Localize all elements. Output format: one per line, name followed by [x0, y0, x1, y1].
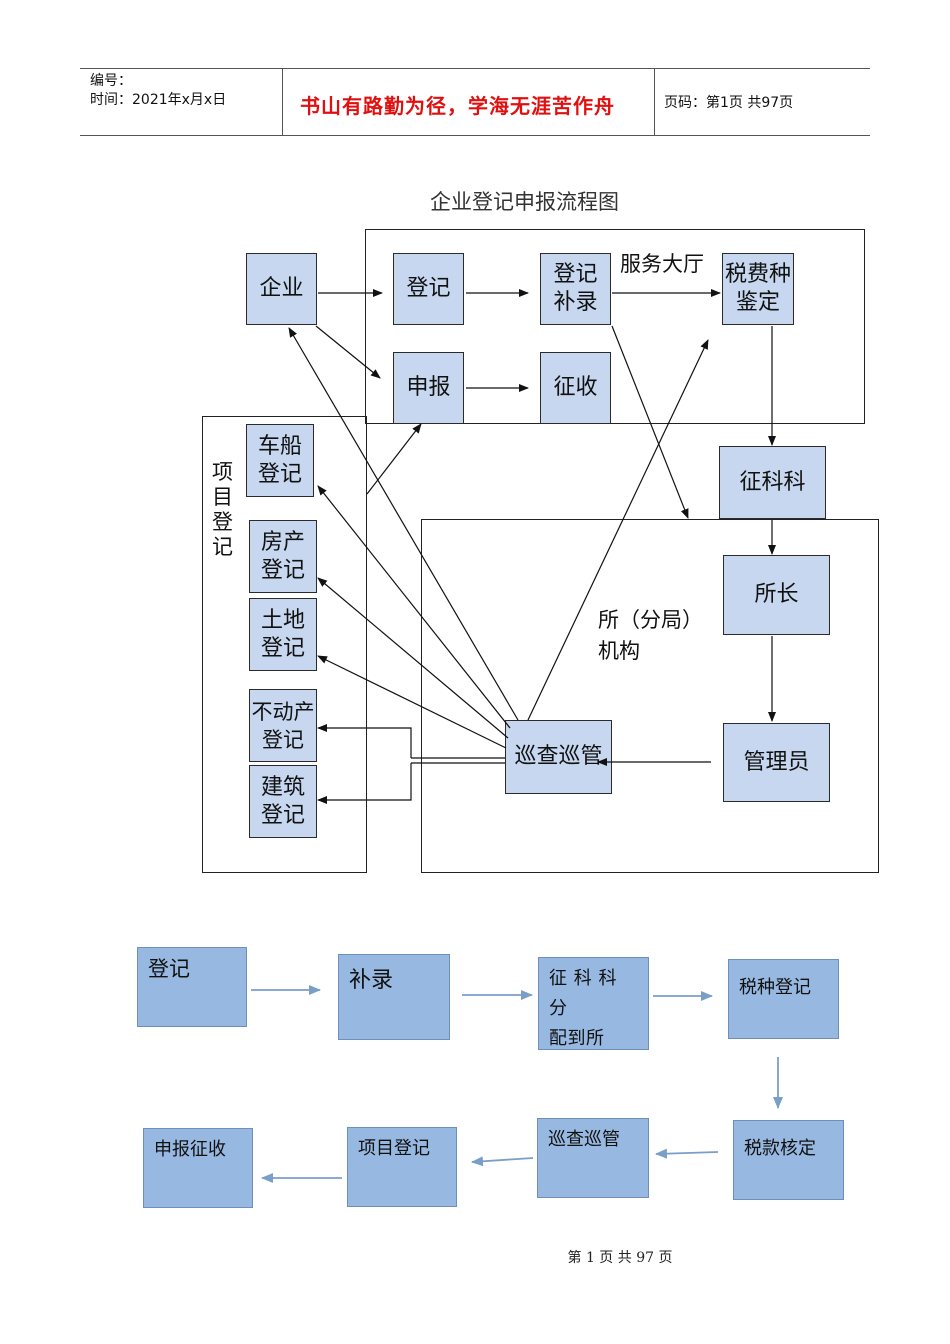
- flow-node-project-register: 项目登记: [347, 1127, 457, 1207]
- page-info: 页码：第1页 共97页: [664, 95, 794, 111]
- node-manager: 管理员: [723, 723, 830, 802]
- flow-inspection-project: [471, 1156, 534, 1167]
- header-top-rule: [80, 68, 870, 69]
- flow-node-register: 登记: [137, 947, 247, 1027]
- node-register-supplement: 登记 补录: [540, 253, 611, 325]
- flow-node-tax-register: 税种登记: [728, 959, 839, 1039]
- arrow-project-declare: [366, 423, 422, 495]
- arrow-inspection-land: [317, 655, 507, 749]
- office-frame: [421, 519, 879, 873]
- node-declare: 申报: [393, 352, 464, 424]
- node-collection-section: 征科科: [719, 446, 826, 519]
- flow-node-declare-collect: 申报征收: [143, 1128, 253, 1208]
- node-director: 所长: [723, 555, 830, 635]
- node-land: 土地 登记: [249, 598, 317, 671]
- arrow-inspection-enterprise: [288, 327, 519, 721]
- node-housing: 房产 登记: [249, 520, 317, 593]
- motto: 书山有路勤为径，学海无涯苦作舟: [300, 94, 615, 118]
- time-label: 时间：2021年x月x日: [90, 92, 227, 108]
- node-enterprise: 企业: [246, 253, 317, 325]
- arrow-enterprise-declare: [315, 325, 381, 379]
- arrow-supplement-office: [611, 325, 689, 519]
- flow-node-assign: 征 科 科 分 配到所: [538, 957, 649, 1050]
- arrow-inspection-housing: [317, 577, 509, 739]
- node-collect: 征收: [540, 352, 611, 424]
- flow-node-tax-verify: 税款核定: [733, 1120, 844, 1200]
- project-register-frame: [202, 416, 367, 873]
- header-divider-left: [282, 68, 283, 136]
- header-bottom-rule: [80, 135, 870, 136]
- node-real-estate: 不动产 登记: [249, 689, 317, 762]
- arrow-inspection-taxtype: [527, 339, 709, 721]
- office-label: 所（分局） 机构: [598, 608, 703, 663]
- node-tax-type: 税费种 鉴定: [722, 253, 794, 325]
- flow-node-inspection: 巡查巡管: [537, 1118, 649, 1198]
- flow-node-supplement: 补录: [338, 954, 450, 1040]
- node-vehicle-ship: 车船 登记: [246, 424, 314, 497]
- project-register-label: 项目登记: [212, 460, 233, 559]
- flow-verify-inspection: [655, 1148, 719, 1159]
- arrow-bracket-construction: [317, 763, 412, 804]
- footer-page-number: 第 1 页 共 97 页: [567, 1250, 673, 1266]
- service-hall-label: 服务大厅: [620, 252, 704, 276]
- number-label: 编号：: [90, 73, 132, 89]
- diagram-title: 企业登记申报流程图: [430, 190, 619, 214]
- node-register: 登记: [393, 253, 464, 325]
- arrow-bracket-realestate: [317, 724, 412, 758]
- header-divider-right: [654, 68, 655, 136]
- arrow-inspection-vehicle: [317, 485, 511, 729]
- service-hall-frame: [365, 229, 865, 424]
- node-inspection: 巡查巡管: [505, 720, 612, 794]
- node-construction: 建筑 登记: [249, 765, 317, 838]
